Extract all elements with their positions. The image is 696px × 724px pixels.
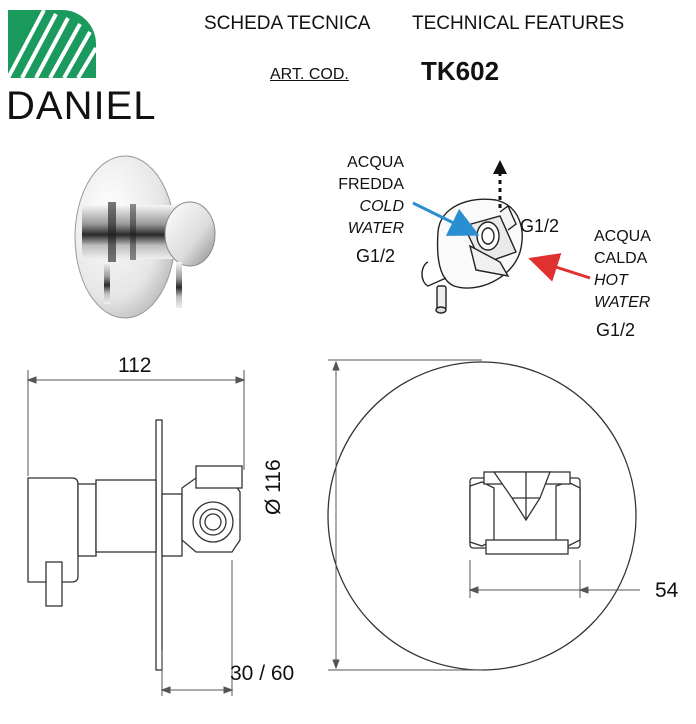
cold-line3-text: COLD (359, 198, 404, 215)
dim-body: 54 (655, 579, 679, 602)
hot-line4-text: WATER (594, 294, 651, 311)
cold-thread: G1/2 (356, 246, 396, 266)
dim-depth: 30 / 60 (230, 662, 295, 685)
logo-stripes (6, 9, 98, 80)
dim-diameter: Ø 116 (262, 459, 285, 515)
outlet-thread: G1/2 (520, 216, 560, 236)
cold-inlet-arrow (412, 201, 480, 236)
hot-inlet-arrow (528, 253, 591, 282)
hot-line4: WATER (594, 292, 664, 314)
hot-water-label: ACQUA CALDA HOT WATER (594, 226, 664, 314)
cold-line1: ACQUA (347, 154, 404, 171)
art-code-label: ART. COD. (270, 66, 349, 83)
cold-line3: COLD (328, 196, 404, 218)
front-dimension-lines (328, 359, 640, 671)
cold-water-label: ACQUA FREDDA COLD WATER (328, 152, 404, 240)
cold-line4-text: WATER (347, 220, 404, 237)
dim-width: 112 (118, 354, 152, 377)
hot-thread: G1/2 (596, 320, 636, 340)
front-view (327, 361, 637, 671)
hot-line1: ACQUA (594, 228, 651, 245)
connection-sketch (421, 198, 523, 314)
outlet-arrow-head (493, 160, 507, 174)
cold-line2: FREDDA (338, 176, 404, 193)
product-photo (74, 155, 216, 319)
title-english: TECHNICAL FEATURES (412, 13, 625, 34)
title-italian: SCHEDA TECNICA (204, 13, 371, 34)
side-dimension-lines (26, 370, 246, 696)
hot-line2: CALDA (594, 250, 648, 267)
art-code-value: TK602 (421, 56, 500, 86)
hot-line3: HOT (594, 270, 664, 292)
brand-name: DANIEL (6, 84, 157, 128)
cold-line4: WATER (328, 218, 404, 240)
hot-line3-text: HOT (594, 272, 628, 289)
side-view (27, 419, 243, 671)
